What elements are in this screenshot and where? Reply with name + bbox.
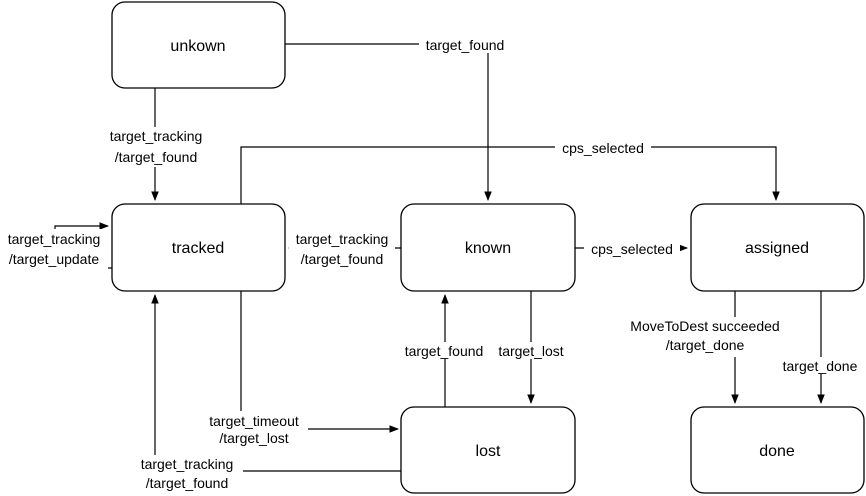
svg-text:cps_selected: cps_selected [591,241,673,257]
label-tracked-to-lost: target_timeout /target_lost [200,411,308,451]
svg-text:target_found: target_found [426,37,505,53]
svg-text:/target_update: /target_update [9,251,100,267]
svg-text:/target_done: /target_done [666,337,745,353]
svg-text:/target_lost: /target_lost [219,430,288,446]
label-lost-to-tracked: target_tracking /target_found [131,455,243,495]
label-assigned-to-done-a: MoveToDest succeeded /target_done [616,317,792,357]
label-known-to-assigned: cps_selected [584,240,680,257]
svg-text:target_tracking: target_tracking [141,456,234,472]
svg-text:/target_found: /target_found [115,149,198,165]
svg-text:target_lost: target_lost [498,343,563,359]
state-known-label: known [465,240,511,257]
label-unknown-to-tracked: target_tracking /target_found [100,127,212,167]
label-tracked-self-loop: target_tracking /target_update [0,229,108,269]
edge-tracked-to-assigned [240,146,780,204]
svg-text:MoveToDest succeeded: MoveToDest succeeded [630,318,779,334]
label-lost-to-known: target_found [398,342,490,359]
state-tracked-label: tracked [172,240,224,257]
state-lost-label: lost [476,443,501,460]
state-assigned: assigned [690,203,865,292]
svg-text:cps_selected: cps_selected [562,140,644,156]
edge-unknown-to-known [285,43,492,201]
state-unknown-label: unkown [170,38,225,55]
svg-text:target_tracking: target_tracking [110,128,203,144]
svg-text:target_tracking: target_tracking [296,231,389,247]
label-unknown-to-known: target_found [419,36,511,53]
edge-tracked-to-lost [240,291,399,433]
state-done-label: done [759,443,795,460]
svg-text:target_tracking: target_tracking [8,231,101,247]
svg-text:target_timeout: target_timeout [209,413,299,429]
svg-text:target_done: target_done [783,358,858,374]
label-known-to-tracked: target_tracking /target_found [289,229,395,269]
state-lost: lost [400,406,576,494]
label-known-to-lost: target_lost [493,342,570,359]
svg-text:target_found: target_found [405,343,484,359]
svg-text:/target_found: /target_found [146,475,229,491]
label-tracked-to-assigned: cps_selected [555,139,651,156]
state-assigned-label: assigned [745,240,809,257]
state-known: known [400,203,576,292]
state-unknown: unkown [111,1,286,89]
state-done: done [690,406,865,494]
label-assigned-to-done-b: target_done [776,357,865,374]
state-tracked: tracked [111,203,286,292]
svg-text:/target_found: /target_found [301,251,384,267]
